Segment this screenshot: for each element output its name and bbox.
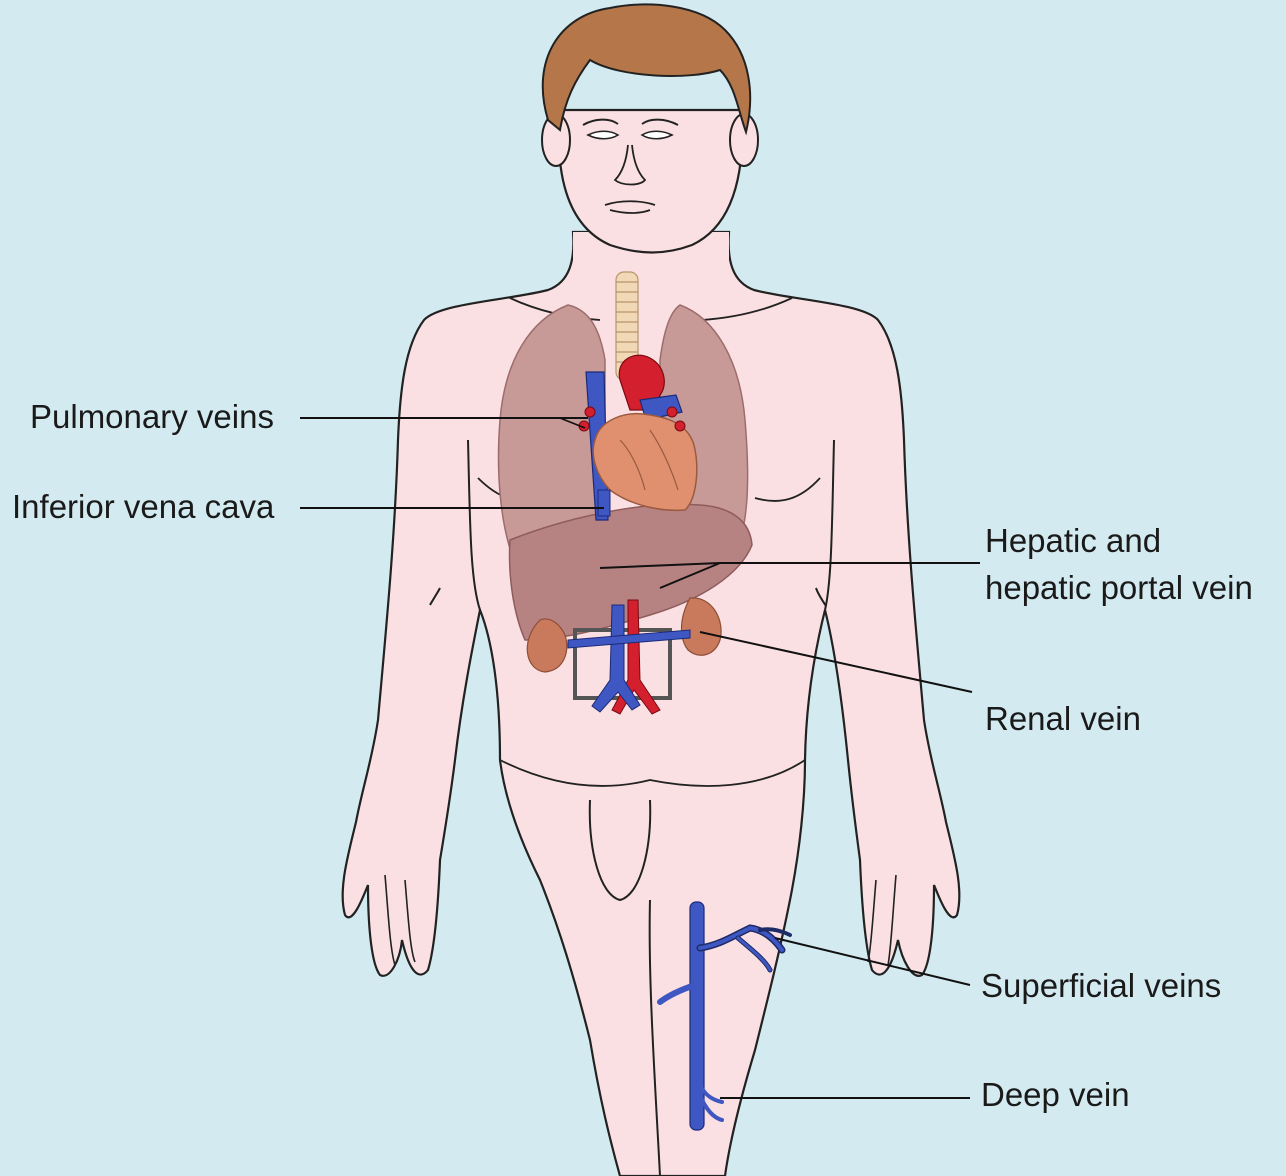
label-pulmonary-veins: Pulmonary veins [30,397,274,437]
label-renal-vein: Renal vein [985,699,1141,739]
label-hepatic-line2: hepatic portal vein [985,568,1253,608]
left-eye [588,131,618,139]
label-inferior-vena-cava: Inferior vena cava [12,487,274,527]
label-superficial-veins: Superficial veins [981,966,1221,1006]
inferior-vena-cava [598,490,610,516]
label-hepatic-line1: Hepatic and [985,521,1161,561]
right-eye [642,131,672,139]
label-deep-vein: Deep vein [981,1075,1130,1115]
